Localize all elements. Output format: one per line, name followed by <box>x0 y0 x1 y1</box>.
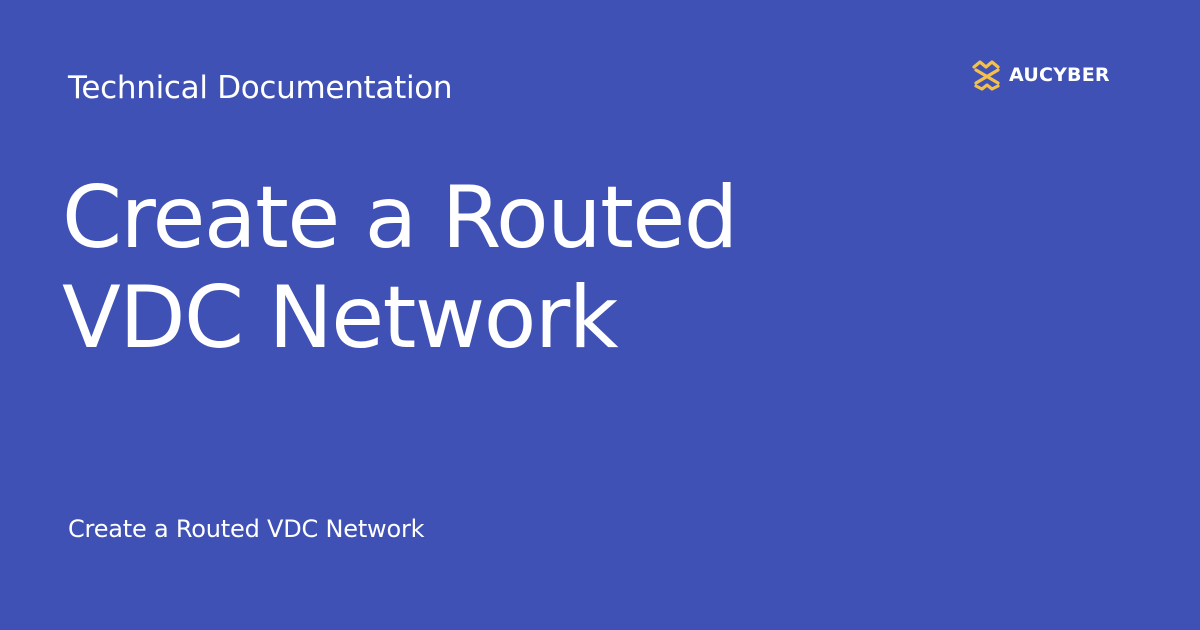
brand-logo: AUCYBER <box>970 58 1110 92</box>
category-label: Technical Documentation <box>68 70 453 106</box>
footer-caption: Create a Routed VDC Network <box>68 515 425 543</box>
brand-name: AUCYBER <box>1009 64 1110 86</box>
aucyber-logo-icon <box>972 60 1000 91</box>
page-title-line-1: Create a Routed <box>62 168 738 268</box>
page-title-line-2: VDC Network <box>62 268 619 368</box>
page-title: Create a Routed VDC Network <box>62 168 822 368</box>
